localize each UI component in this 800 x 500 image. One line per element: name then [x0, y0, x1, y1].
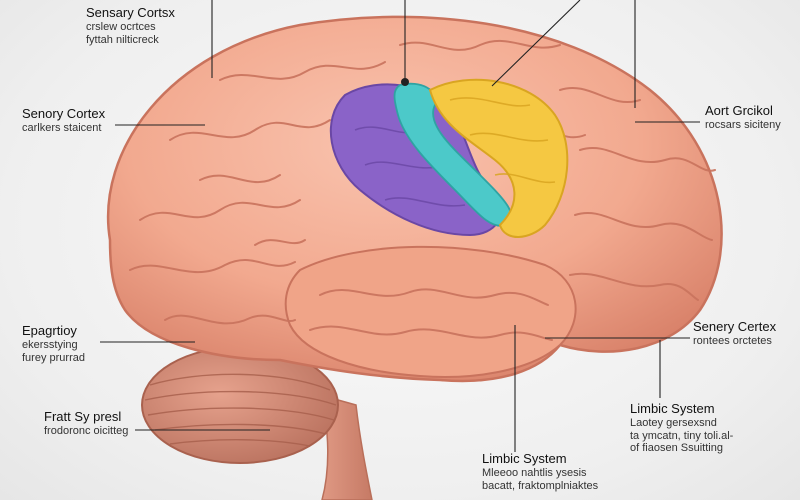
- label-limbic-system-right: Limbic System Laotey gersexsnd ta ymcatn…: [630, 401, 734, 455]
- label-line: rocsars siciteny: [705, 118, 781, 131]
- label-title: Limbic System: [482, 451, 567, 466]
- label-aort-grcikol: Aort Grcikol rocsars siciteny: [705, 103, 781, 132]
- label-line: Mleeoo nahtlis ysesis: [482, 466, 587, 479]
- label-sensory-cortex-top: Sensary Cortsx crslew ocrtces fyttah nil…: [86, 5, 175, 46]
- label-limbic-system-bottom: Limbic System Mleeoo nahtlis ysesis baca…: [482, 451, 599, 492]
- label-line: ta ymcatn, tiny toli.al-: [630, 429, 734, 442]
- label-title: Senery Certex: [693, 319, 777, 334]
- label-line: of fiaosen Ssuitting: [630, 442, 723, 455]
- label-line: ekersstying: [22, 338, 78, 351]
- label-senery-certex: Senery Certex rontees orctetes: [693, 319, 777, 348]
- label-line: furey prurrad: [22, 351, 85, 364]
- label-line: crslew ocrtces: [86, 20, 156, 33]
- label-line: Laotey gersexsnd: [630, 416, 717, 429]
- label-title: Aort Grcikol: [705, 103, 773, 118]
- label-title: Limbic System: [630, 401, 715, 416]
- label-sensory-cortex-left: Senory Cortex carlkers staicent: [22, 106, 106, 135]
- temporal-lobe: [284, 245, 577, 378]
- label-line: carlkers staicent: [22, 121, 102, 134]
- label-line: fyttah nilticreck: [86, 33, 159, 46]
- label-fratt-sy-presl: Fratt Sy presl frodoronc oicitteg: [44, 409, 129, 438]
- label-title: Senory Cortex: [22, 106, 106, 121]
- label-line: frodoronc oicitteg: [44, 424, 129, 437]
- yellow-region: [428, 78, 569, 238]
- label-line: rontees orctetes: [693, 334, 772, 347]
- label-title: Epagrtioy: [22, 323, 77, 338]
- label-title: Sensary Cortsx: [86, 5, 175, 20]
- label-title: Fratt Sy presl: [44, 409, 122, 424]
- cerebellum-folds: [144, 373, 337, 447]
- leader-lines: [100, 0, 700, 452]
- label-line: bacatt, fraktomplniaktes: [482, 479, 599, 492]
- label-epagrtioy: Epagrtioy ekersstying furey prurrad: [22, 323, 85, 364]
